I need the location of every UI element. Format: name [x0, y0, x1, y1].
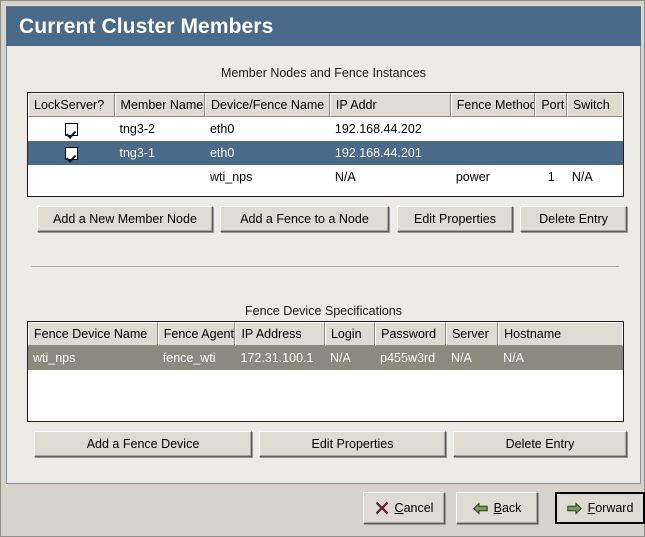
arrow-right-icon [566, 501, 582, 515]
dialog-footer: Cancel Back Forward [6, 484, 645, 533]
checkbox-checked-icon[interactable] [64, 146, 78, 160]
add-new-member-node-button[interactable]: Add a New Member Node [37, 206, 213, 232]
table-row[interactable]: wti_nps fence_wti 172.31.100.1 N/A p455w3rd N… [28, 346, 623, 370]
device-fence-name-cell: eth0 [209, 122, 235, 136]
edit-member-properties-button[interactable]: Edit Properties [397, 206, 513, 232]
switch-cell [567, 141, 623, 165]
edit-fence-properties-button-label: Edit Properties [311, 437, 394, 451]
delete-member-entry-button[interactable]: Delete Entry [520, 206, 627, 232]
section-separator [31, 266, 619, 268]
table-row[interactable]: tng3-2 eth0 192.168.44.202 [28, 117, 623, 141]
fence-device-name-cell: wti_nps [33, 351, 76, 365]
checkbox-checked-icon[interactable] [64, 122, 78, 136]
column-header-device-fence-name[interactable]: Device/Fence Name [205, 93, 330, 117]
port-cell [535, 141, 566, 165]
member-name-cell: tng3-1 [119, 146, 155, 160]
column-header-hostname[interactable]: Hostname [498, 322, 623, 346]
forward-button-mnemonic: F [587, 501, 596, 515]
fence-method-cell [451, 141, 536, 165]
edit-fence-properties-button[interactable]: Edit Properties [259, 431, 446, 457]
add-new-member-node-button-label: Add a New Member Node [53, 212, 197, 226]
fence-devices-table-body[interactable]: wti_nps fence_wti 172.31.100.1 N/A p455w3rd N… [28, 346, 623, 370]
switch-cell [567, 117, 623, 141]
column-header-fence-device-name[interactable]: Fence Device Name [28, 322, 158, 346]
member-name-cell [114, 165, 205, 189]
login-cell: N/A [329, 351, 351, 365]
edit-member-properties-button-label: Edit Properties [414, 212, 496, 226]
column-header-switch[interactable]: Switch [566, 93, 623, 117]
ip-addr-cell: N/A [334, 170, 356, 184]
lockserver-checkbox-cell [28, 117, 114, 141]
switch-cell: N/A [571, 170, 593, 184]
member-nodes-table-body[interactable]: tng3-2 eth0 192.168.44.202 tng3-1 eth0 192.16… [28, 117, 623, 189]
column-header-member-name[interactable]: Member Name [114, 93, 206, 117]
ip-addr-cell: 192.168.44.201 [334, 146, 422, 160]
page-title: Current Cluster Members [19, 14, 274, 38]
port-cell [535, 117, 566, 141]
cancel-button[interactable]: Cancel [363, 492, 445, 524]
ip-address-cell: 172.31.100.1 [240, 351, 314, 365]
forward-button[interactable]: Forward [555, 492, 645, 524]
column-header-port[interactable]: Port [535, 93, 567, 117]
table-row[interactable]: tng3-1 eth0 192.168.44.201 [28, 141, 623, 165]
lockserver-checkbox-cell [28, 165, 114, 189]
arrow-left-icon [472, 501, 488, 515]
device-fence-name-cell: eth0 [209, 146, 235, 160]
add-fence-to-node-button-label: Add a Fence to a Node [240, 212, 369, 226]
delete-fence-entry-button-label: Delete Entry [505, 437, 575, 451]
fence-agent-cell: fence_wti [162, 351, 216, 365]
window-titlebar: Current Cluster Members [6, 6, 641, 46]
delete-member-entry-button-label: Delete Entry [539, 212, 608, 226]
column-header-password[interactable]: Password [375, 322, 446, 346]
column-header-server[interactable]: Server [445, 322, 499, 346]
delete-fence-entry-button[interactable]: Delete Entry [453, 431, 627, 457]
member-name-cell: tng3-2 [119, 122, 155, 136]
fence-method-cell [451, 117, 536, 141]
column-header-lockserver[interactable]: LockServer? [28, 93, 115, 117]
content-panel: Member Nodes and Fence Instances LockSer… [6, 46, 641, 484]
column-header-fence-method[interactable]: Fence Method [450, 93, 536, 117]
cancel-x-icon [375, 501, 389, 515]
forward-button-label: Forward [587, 501, 634, 515]
fence-section-title: Fence Device Specifications [244, 304, 403, 318]
ip-addr-cell: 192.168.44.202 [334, 122, 422, 136]
device-fence-name-cell: wti_nps [209, 170, 253, 184]
column-header-ip-addr[interactable]: IP Addr [329, 93, 451, 117]
back-button-mnemonic: B [493, 501, 502, 515]
column-header-fence-agent[interactable]: Fence Agent [157, 322, 236, 346]
members-section-title: Member Nodes and Fence Instances [221, 66, 426, 80]
add-fence-to-node-button[interactable]: Add a Fence to a Node [220, 206, 389, 232]
cancel-button-label: Cancel [394, 501, 434, 515]
cancel-button-mnemonic: C [394, 501, 404, 515]
server-cell: N/A [450, 351, 472, 365]
back-button-label: Back [493, 501, 522, 515]
port-cell: 1 [547, 170, 555, 184]
column-header-ip-address[interactable]: IP Address [235, 322, 325, 346]
hostname-cell: N/A [503, 351, 524, 365]
lockserver-checkbox-cell [28, 141, 114, 165]
fence-method-cell: power [455, 170, 490, 184]
table-row[interactable]: wti_nps N/A power 1 N/A [28, 165, 623, 189]
back-button[interactable]: Back [456, 492, 538, 524]
column-header-login[interactable]: Login [324, 322, 376, 346]
add-fence-device-button[interactable]: Add a Fence Device [34, 431, 252, 457]
password-cell: p455w3rd [380, 351, 436, 365]
add-fence-device-button-label: Add a Fence Device [86, 437, 200, 451]
